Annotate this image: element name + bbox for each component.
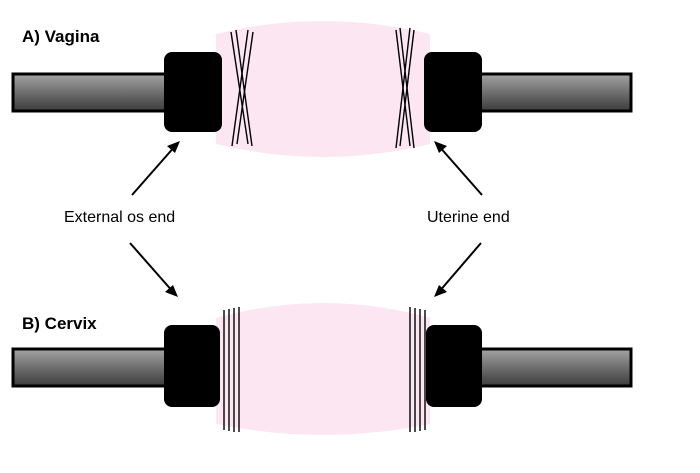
panel-a-vagina xyxy=(11,21,633,157)
uterine-end-label: Uterine end xyxy=(427,209,510,226)
arrow-external-up xyxy=(131,144,177,196)
panel-a-right-rod xyxy=(472,72,633,113)
arrow-external-down xyxy=(129,242,175,294)
panel-a-tissue xyxy=(216,21,430,157)
arrowhead-uterine-down xyxy=(434,285,447,297)
panel-b-tissue xyxy=(216,303,430,435)
panel-a-left-rod xyxy=(11,72,172,113)
callout-arrows xyxy=(129,141,483,297)
arrowhead-uterine-up xyxy=(434,141,447,153)
panel-a-title: A) Vagina xyxy=(22,27,100,46)
arrow-uterine-up xyxy=(437,144,483,196)
arrowhead-external-down xyxy=(165,285,178,297)
panel-b-left-grip xyxy=(164,325,220,407)
panel-a-left-grip xyxy=(164,52,222,132)
panel-b-title: B) Cervix xyxy=(22,314,97,333)
panel-b-right-sutures xyxy=(409,307,426,432)
panel-a-right-grip xyxy=(424,52,482,132)
panel-b-left-rod xyxy=(11,347,172,388)
panel-a-left-sutures xyxy=(230,29,254,147)
panel-b-right-rod xyxy=(472,347,633,388)
panel-b-cervix xyxy=(11,303,633,435)
arrowhead-external-up xyxy=(167,141,180,153)
panel-b-left-sutures xyxy=(223,307,240,432)
external-os-end-label: External os end xyxy=(64,209,176,226)
arrow-uterine-down xyxy=(437,242,482,294)
panel-a-right-sutures xyxy=(395,27,415,149)
panel-b-right-grip xyxy=(426,325,482,407)
